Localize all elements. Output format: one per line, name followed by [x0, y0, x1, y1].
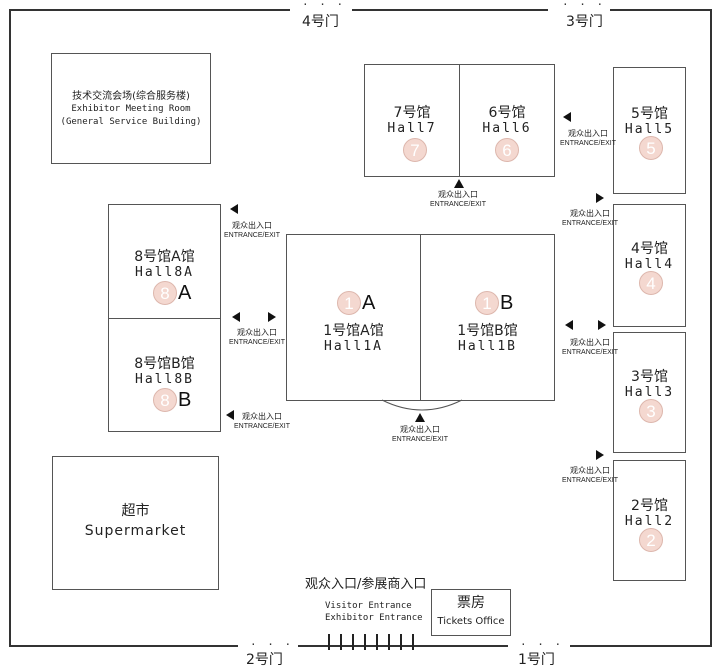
supermarket-en: Supermarket [84, 523, 187, 539]
hall-4-number-icon: 4 [639, 271, 663, 295]
hall-1a-suffix: A [362, 292, 376, 314]
tickets-office: 票房 Tickets Office [431, 589, 511, 636]
meeting-room: 技术交流会场(综合服务楼) Exhibitor Meeting Room (Ge… [51, 53, 211, 164]
hall-3-en: Hall3 [624, 385, 675, 400]
hall-8b-en: Hall8B [135, 372, 194, 387]
hall-6: 6号馆 Hall6 6 [459, 64, 555, 177]
tickets-office-en: Tickets Office [437, 616, 505, 627]
gate1-dots: · · · [520, 638, 564, 651]
hall-5-number-icon: 5 [639, 136, 663, 160]
hall-1-entrance-arc [381, 399, 463, 411]
hall-5-cn: 5号馆 [631, 106, 668, 122]
gate4-label: 4号门 [302, 14, 339, 30]
hall-7-en: Hall7 [387, 121, 437, 136]
hall-4: 4号馆 Hall4 4 [613, 204, 686, 327]
gate3-label: 3号门 [566, 14, 603, 30]
main-entrance-cn: 观众入口/参展商入口 [305, 577, 427, 592]
entrance-arrow-left-icon [226, 410, 234, 420]
hall-1b-suffix: B [500, 292, 514, 314]
hall-8b-cn: 8号馆B馆 [134, 356, 195, 372]
entrance-arrow-up-icon [415, 413, 425, 422]
hall-3-cn: 3号馆 [631, 369, 668, 385]
hall-4-en: Hall4 [624, 257, 675, 272]
hall-8a-suffix: A [178, 282, 192, 304]
hall-5: 5号馆 Hall5 5 [613, 67, 686, 194]
hall-1a: 1 A 1号馆A馆 Hall1A [286, 234, 421, 401]
meeting-room-cn: 技术交流会场(综合服务楼) [72, 91, 190, 102]
hall-7: 7号馆 Hall7 7 [364, 64, 460, 177]
entrance-arrow-right-icon [596, 193, 604, 203]
gate2-dots: · · · [250, 638, 294, 651]
entrance-arrow-left-icon [563, 112, 571, 122]
hall-1b-en: Hall1B [458, 339, 517, 354]
hall-8b: 8号馆B馆 Hall8B 8 B [108, 318, 221, 432]
hall-6-en: Hall6 [482, 121, 532, 136]
hall-8a: 8号馆A馆 Hall8A 8 A [108, 204, 221, 319]
gate3-gap [548, 6, 610, 12]
tickets-office-cn: 票房 [457, 595, 485, 611]
gate4-gap [290, 6, 352, 12]
entrance-arrow-right-icon [596, 450, 604, 460]
hall-8a-en: Hall8A [135, 265, 194, 280]
hall-6-number-icon: 6 [495, 138, 519, 162]
hall-8a-number-icon: 8 [153, 281, 177, 305]
venue-boundary [9, 9, 712, 647]
hall-5-en: Hall5 [624, 122, 675, 137]
hall-2-cn: 2号馆 [631, 498, 668, 514]
meeting-room-en-sub: (General Service Building) [60, 117, 202, 127]
entrance-arrow-up-icon [454, 179, 464, 188]
gate4-dots: · · · [302, 0, 346, 11]
entrance-arrow-right-icon [268, 312, 276, 322]
hall-8b-number-icon: 8 [153, 388, 177, 412]
hall-4-cn: 4号馆 [631, 241, 668, 257]
hall-8b-suffix: B [178, 389, 192, 411]
hall-2-number-icon: 2 [639, 528, 663, 552]
hall-3: 3号馆 Hall3 3 [613, 332, 686, 453]
hall-1a-cn: 1号馆A馆 [323, 323, 384, 339]
hall-7-cn: 7号馆 [393, 105, 431, 121]
entrance-arrow-right-icon [598, 320, 606, 330]
hall-8a-cn: 8号馆A馆 [134, 249, 195, 265]
exhibitor-entrance-label: Exhibitor Entrance [325, 613, 423, 623]
visitor-entrance-label: Visitor Entrance [325, 601, 412, 611]
hall-3-number-icon: 3 [639, 399, 663, 423]
gate1-label: 1号门 [518, 652, 555, 668]
hall-1b-cn: 1号馆B馆 [457, 323, 518, 339]
gate2-gap [238, 643, 298, 649]
hall-1b: 1 B 1号馆B馆 Hall1B [420, 234, 555, 401]
hall-1b-number-icon: 1 [475, 291, 499, 315]
gate2-label: 2号门 [246, 652, 283, 668]
gate1-gap [508, 643, 570, 649]
supermarket: 超市 Supermarket [52, 456, 219, 590]
hall-1a-en: Hall1A [324, 339, 383, 354]
hall-1a-number-icon: 1 [337, 291, 361, 315]
supermarket-cn: 超市 [121, 503, 150, 519]
hall-7-number-icon: 7 [403, 138, 427, 162]
entrance-arrow-left-icon [232, 312, 240, 322]
entrance-arrow-left-icon [565, 320, 573, 330]
entrance-arrow-left-icon [230, 204, 238, 214]
gate3-dots: · · · [562, 0, 606, 11]
meeting-room-en: Exhibitor Meeting Room [71, 104, 191, 114]
hall-6-cn: 6号馆 [488, 105, 526, 121]
hall-2-en: Hall2 [624, 514, 675, 529]
hall-2: 2号馆 Hall2 2 [613, 460, 686, 581]
